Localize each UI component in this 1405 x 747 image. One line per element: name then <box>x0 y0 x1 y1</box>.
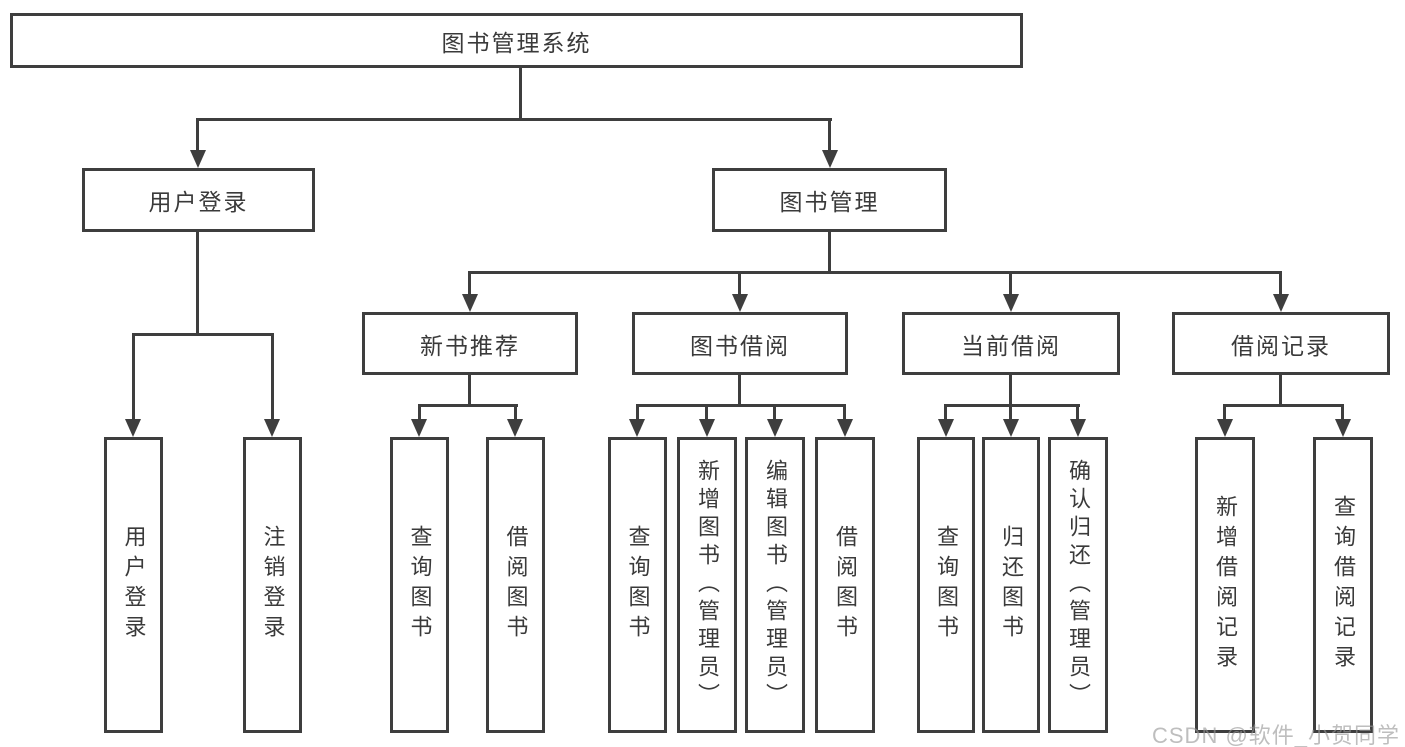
connector-to-user-login <box>196 119 199 152</box>
connector-leaf-line <box>705 405 708 421</box>
connector-to-book-borrowing <box>738 273 741 296</box>
leaf-add-borrow-record: 新增借阅记录 <box>1195 437 1255 733</box>
leaf-borrow-books: 借阅图书 <box>815 437 875 733</box>
leaf-return-book: 归还图书 <box>982 437 1040 733</box>
arrow-down-icon <box>938 419 954 437</box>
node-borrowing-records: 借阅记录 <box>1172 312 1390 375</box>
connector-to-new-book-recommend <box>468 273 471 296</box>
connector-root-stub <box>519 68 522 121</box>
leaf-borrow-books-recommend: 借阅图书 <box>486 437 545 733</box>
connector-records-stub <box>1279 375 1282 406</box>
csdn-watermark: CSDN @软件_小贺同学 <box>1152 723 1401 747</box>
connector-user-login-rail <box>132 333 274 336</box>
connector-leaf-line <box>418 405 421 421</box>
connector-current-stub <box>1009 375 1012 406</box>
arrow-down-icon <box>1003 419 1019 437</box>
leaf-edit-book-admin: 编辑图书（管理员） <box>745 437 805 733</box>
arrow-down-icon <box>1070 419 1086 437</box>
leaf-logout: 注销登录 <box>243 437 302 733</box>
connector-leaf-line <box>1341 405 1344 421</box>
connector-to-current-borrowing <box>1009 273 1012 296</box>
connector-leaf-line <box>636 405 639 421</box>
connector-recommend-rail <box>418 404 518 407</box>
connector-leaf-line <box>1009 405 1012 421</box>
connector-leaf-line <box>773 405 776 421</box>
arrow-down-icon <box>732 294 748 312</box>
connector-to-borrowing-records <box>1279 273 1282 296</box>
node-book-borrowing: 图书借阅 <box>632 312 848 375</box>
arrow-down-icon <box>629 419 645 437</box>
connector-leaf-line <box>514 405 517 421</box>
connector-level3-rail <box>468 271 1282 274</box>
connector-book-management-stub <box>828 232 831 274</box>
leaf-user-login: 用户登录 <box>104 437 163 733</box>
arrow-down-icon <box>507 419 523 437</box>
arrow-down-icon <box>190 150 206 168</box>
node-root: 图书管理系统 <box>10 13 1023 68</box>
connector-leaf-line <box>1076 405 1079 421</box>
leaf-query-books-current: 查询图书 <box>917 437 975 733</box>
leaf-add-book-admin: 新增图书（管理员） <box>677 437 737 733</box>
arrow-down-icon <box>767 419 783 437</box>
connector-leaf-line <box>944 405 947 421</box>
arrow-down-icon <box>1217 419 1233 437</box>
connector-leaf-line <box>1223 405 1226 421</box>
arrow-down-icon <box>699 419 715 437</box>
connector-to-leaf-user-login <box>132 334 135 421</box>
connector-level2-rail <box>196 118 832 121</box>
arrow-down-icon <box>837 419 853 437</box>
leaf-query-books-recommend: 查询图书 <box>390 437 449 733</box>
node-new-book-recommend: 新书推荐 <box>362 312 578 375</box>
connector-recommend-stub <box>468 375 471 406</box>
connector-borrowing-stub <box>738 375 741 406</box>
arrow-down-icon <box>1335 419 1351 437</box>
arrow-down-icon <box>1003 294 1019 312</box>
connector-borrowing-rail <box>636 404 846 407</box>
connector-user-login-stub <box>196 232 199 336</box>
connector-to-leaf-logout <box>271 334 274 421</box>
connector-records-rail <box>1223 404 1344 407</box>
connector-current-rail <box>944 404 1080 407</box>
node-book-management: 图书管理 <box>712 168 947 232</box>
leaf-query-books-borrowing: 查询图书 <box>608 437 667 733</box>
arrow-down-icon <box>822 150 838 168</box>
arrow-down-icon <box>411 419 427 437</box>
connector-to-book-management <box>828 119 831 152</box>
node-current-borrowing: 当前借阅 <box>902 312 1120 375</box>
arrow-down-icon <box>125 419 141 437</box>
leaf-query-borrow-record: 查询借阅记录 <box>1313 437 1373 733</box>
arrow-down-icon <box>264 419 280 437</box>
node-user-login: 用户登录 <box>82 168 315 232</box>
arrow-down-icon <box>462 294 478 312</box>
arrow-down-icon <box>1273 294 1289 312</box>
leaf-confirm-return-admin: 确认归还（管理员） <box>1048 437 1108 733</box>
connector-leaf-line <box>843 405 846 421</box>
